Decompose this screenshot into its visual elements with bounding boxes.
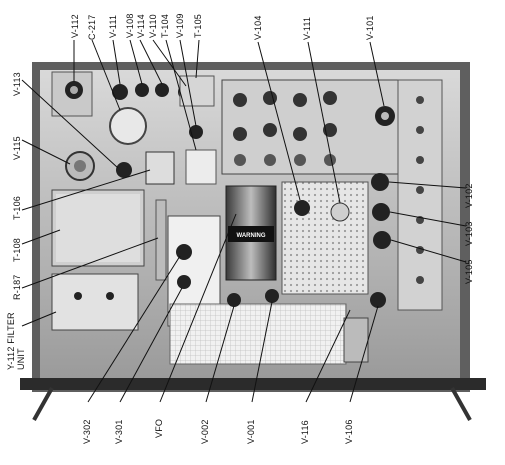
- transformer-t106: [145, 151, 175, 185]
- label-v104: V-104: [253, 15, 263, 40]
- tube-socket-v105: [373, 231, 391, 249]
- front-foot-right: [450, 387, 472, 421]
- label-v108: V-108: [125, 13, 135, 38]
- tube-socket-v113: [116, 162, 132, 178]
- label-t106: T-106: [12, 195, 22, 220]
- tube-socket-v111: [112, 84, 128, 100]
- relay-block: [51, 71, 93, 117]
- capacitor-c217: [109, 107, 147, 145]
- label-v110: V-110: [148, 14, 158, 38]
- tube-socket-v302: [176, 244, 192, 260]
- label-v102: V-102: [464, 183, 474, 208]
- tube-socket-v111-mid: [330, 202, 350, 222]
- label-v111-mid: V-111: [302, 16, 312, 40]
- tube-socket-v104: [294, 200, 310, 216]
- tube-socket-v106: [370, 292, 386, 308]
- label-filter-unit: Y-112 FILTER UNIT: [6, 312, 26, 370]
- tube-socket-v001: [265, 289, 279, 303]
- label-v111-top: V-111: [108, 14, 118, 38]
- tube-socket-v301: [177, 275, 191, 289]
- label-v103: V-103: [464, 221, 474, 246]
- tube-socket-v114: [155, 83, 169, 97]
- tube-socket-v102: [371, 173, 389, 191]
- label-v112: V-112: [70, 14, 80, 38]
- warning-text: WARNING: [237, 233, 266, 239]
- label-v109: V-109: [175, 13, 185, 38]
- dial-scale-drum: [169, 303, 347, 365]
- transformer-t104: [185, 149, 217, 185]
- component-board: [281, 181, 369, 295]
- label-vfo: VFO: [154, 418, 164, 438]
- label-v302: V-302: [82, 419, 92, 444]
- label-c217: C-217: [87, 14, 97, 40]
- right-terminal-rail: [397, 79, 443, 311]
- leader-lines: [21, 39, 467, 403]
- front-panel-lip: [20, 378, 486, 390]
- label-v113: V-113: [12, 72, 22, 96]
- if-strip: [221, 79, 399, 175]
- label-v116: V-116: [300, 420, 310, 444]
- filter-unit-y112: [51, 273, 139, 331]
- label-t104: T-104: [160, 13, 170, 38]
- label-v105: V-105: [464, 259, 474, 284]
- tube-socket-v002: [227, 293, 241, 307]
- label-v301: V-301: [114, 419, 124, 444]
- label-v115: V-115: [12, 136, 22, 160]
- label-v114: V-114: [136, 14, 146, 38]
- label-v106: V-106: [344, 419, 354, 444]
- resistor-r187: [155, 199, 167, 281]
- transformer-t105: [179, 75, 215, 107]
- dial-drive: [343, 317, 369, 363]
- label-v002: V-002: [200, 419, 210, 444]
- label-v001: V-001: [246, 419, 256, 444]
- label-t105: T-105: [193, 13, 203, 38]
- label-r187: R-187: [12, 274, 22, 300]
- label-t108: T-108: [12, 237, 22, 262]
- tube-socket-v108: [135, 83, 149, 97]
- label-v101: V-101: [365, 15, 375, 40]
- front-foot-left: [32, 387, 54, 421]
- tube-socket-v103: [372, 203, 390, 221]
